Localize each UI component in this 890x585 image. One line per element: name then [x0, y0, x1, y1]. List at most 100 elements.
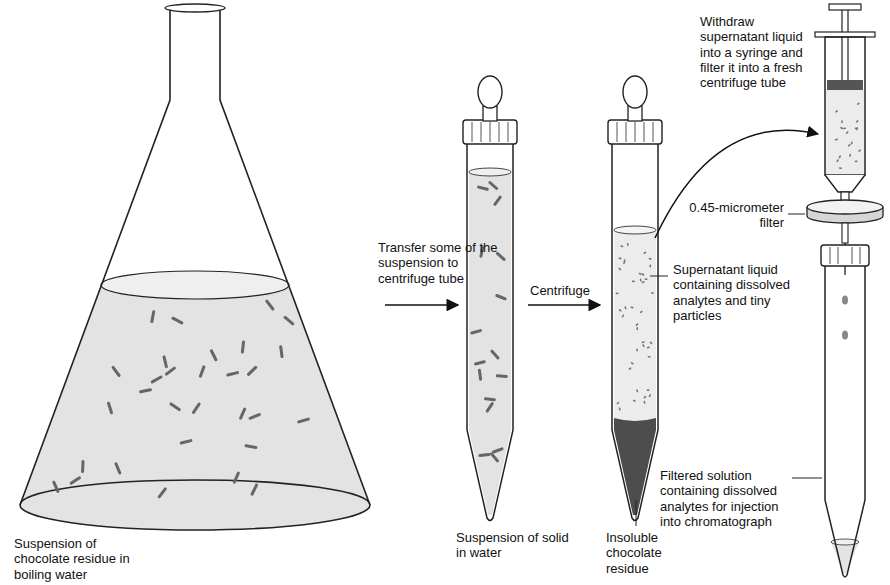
particle [495, 197, 500, 204]
particle [211, 351, 216, 360]
particle [640, 279, 642, 281]
particle [636, 349, 638, 351]
particle [476, 362, 485, 364]
syringe-tip [825, 175, 865, 192]
particle [858, 103, 859, 105]
particle [624, 307, 626, 308]
fresh-centrifuge-tube [821, 245, 869, 577]
particle [299, 419, 309, 422]
particle [636, 390, 638, 391]
callout-label: Insoluble chocolate residue [606, 530, 696, 576]
barrel [825, 37, 865, 175]
particle [479, 187, 488, 189]
particle [644, 397, 645, 398]
particle [620, 310, 621, 311]
particle [648, 356, 650, 358]
particle [840, 167, 842, 169]
particle [619, 258, 621, 260]
particle [836, 110, 837, 113]
liquid-surface [101, 271, 289, 299]
particle [841, 121, 843, 123]
particle [497, 374, 506, 378]
particle [173, 318, 182, 323]
particle [152, 377, 161, 382]
particle [166, 368, 174, 374]
callout-label: 0.45-micrometer filter [680, 200, 784, 231]
liquid-surface [614, 226, 656, 234]
particle [851, 142, 853, 143]
transfer-arrow [655, 130, 818, 238]
flask-lip [165, 4, 225, 12]
particle [241, 409, 245, 418]
leader-line [636, 500, 637, 526]
particle [228, 373, 238, 375]
liquid-surface [469, 168, 511, 176]
screw-cap [608, 120, 662, 144]
particle [649, 258, 650, 260]
particle [267, 301, 273, 309]
particle [494, 449, 503, 452]
flask-outline [20, 8, 370, 505]
particle [647, 389, 649, 391]
drop [842, 296, 848, 305]
caption-label: Suspension of chocolate residue in boili… [14, 536, 154, 582]
particle [848, 145, 851, 146]
drop [842, 331, 848, 340]
particle [164, 357, 166, 367]
instruction-label: Withdraw supernatant liquid into a syrin… [700, 14, 818, 91]
particle [856, 127, 858, 129]
particle [642, 274, 645, 275]
particle [645, 278, 647, 280]
particle [856, 128, 858, 130]
leader-line [650, 276, 668, 277]
particle [242, 342, 243, 352]
particle [839, 156, 841, 157]
particle [846, 132, 848, 133]
particle [621, 245, 622, 247]
centrifuge-tube [608, 76, 662, 521]
syringe [815, 4, 875, 202]
particle [642, 345, 644, 346]
particle [841, 127, 842, 129]
filtered-solution [831, 542, 859, 573]
step-label: Transfer some of the suspension to centr… [378, 240, 503, 286]
particle [652, 292, 654, 294]
particle [54, 482, 58, 491]
particle [490, 183, 497, 189]
leader-line [788, 214, 805, 215]
cap-ridges [830, 247, 860, 264]
particle [194, 404, 200, 412]
particle [643, 402, 645, 404]
particle [641, 311, 642, 313]
particle [616, 293, 618, 295]
particle [497, 296, 505, 299]
particle [113, 367, 119, 375]
particle [644, 252, 645, 254]
particle [849, 155, 851, 157]
stopper-bulb [623, 76, 647, 108]
plunger-head [827, 80, 863, 90]
particle [472, 331, 481, 333]
particle [71, 478, 79, 483]
thumb-plate [829, 4, 861, 10]
particle [622, 315, 624, 316]
particle [487, 404, 492, 412]
particle [640, 273, 641, 275]
particle [480, 453, 489, 457]
step-arrow [528, 304, 600, 306]
particle [497, 253, 504, 259]
particle [159, 489, 165, 497]
cap-ridges [472, 122, 508, 142]
particle [859, 149, 860, 152]
flask-liquid [20, 285, 370, 530]
particle [836, 160, 838, 161]
particle [633, 280, 635, 282]
syringe-liquid [826, 90, 864, 174]
particle [171, 404, 179, 410]
screw-cap [463, 120, 517, 144]
tube-outline [612, 142, 658, 521]
particle [141, 390, 151, 392]
particle [855, 161, 857, 163]
particle [631, 306, 632, 308]
